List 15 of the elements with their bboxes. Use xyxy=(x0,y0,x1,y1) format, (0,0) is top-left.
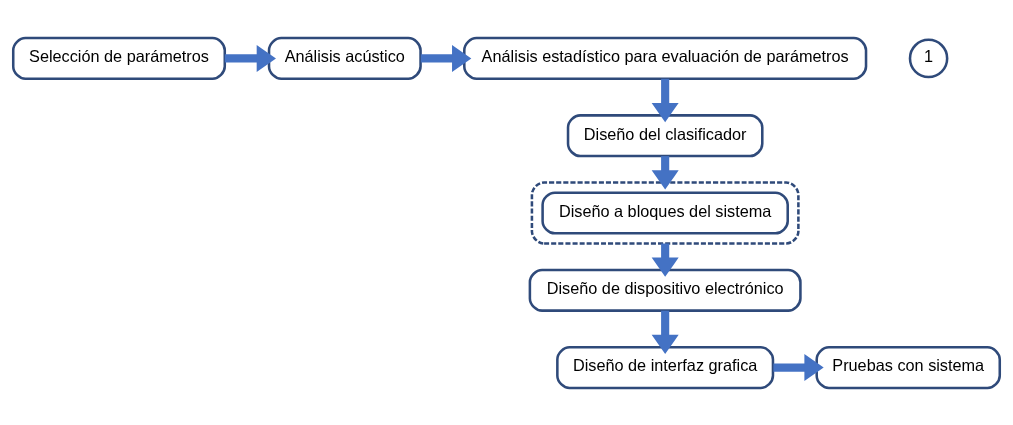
arrow xyxy=(773,353,824,381)
node-box: Diseño de dispositivo electrónico xyxy=(528,268,802,312)
arrow xyxy=(224,44,276,72)
arrow xyxy=(420,44,472,72)
node-box: Pruebas con sistema xyxy=(815,345,1002,389)
node-box: Diseño a bloques del sistema xyxy=(541,190,789,235)
node-box: Selección de parámetros xyxy=(11,36,227,80)
arrow xyxy=(651,310,679,354)
node-box: Diseño de interfaz grafica xyxy=(556,345,775,389)
node-box: Diseño del clasificador xyxy=(566,113,764,157)
arrow xyxy=(651,78,679,122)
node-circle: 1 xyxy=(908,38,949,78)
node-box: Análisis acústico xyxy=(267,36,422,80)
cluster xyxy=(530,180,800,245)
node-box: Análisis estadístico para evaluación de parámetros xyxy=(463,36,868,80)
